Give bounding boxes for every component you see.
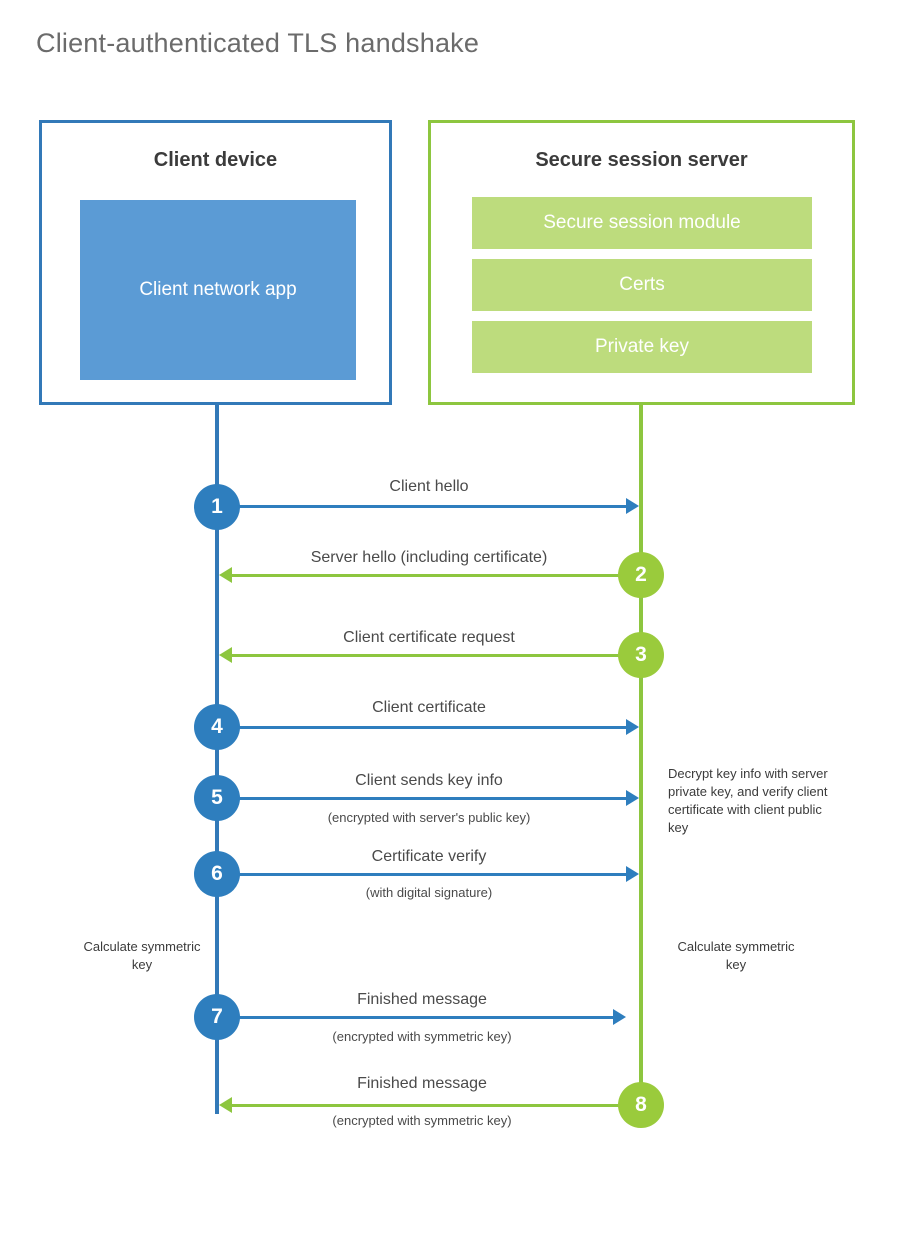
message-line-2 [232,574,641,577]
message-line-4 [217,726,626,729]
arrow-head-left-3 [219,647,232,663]
annotation-server-decrypt: Decrypt key info with server private key… [668,766,828,835]
message-label-4: Client certificate [372,699,486,716]
server-component-secure-session-module: Secure session module [472,197,812,249]
message-line-3 [232,654,641,657]
message-label-3: Client certificate request [343,629,515,646]
actor-box-client: Client device Client network app [39,120,392,405]
arrow-head-left-8 [219,1097,232,1113]
actor-title-client: Client device [153,149,278,171]
message-line-6 [217,873,626,876]
arrow-head-right-1 [626,498,639,514]
message-sublabel-6: (with digital signature) [365,885,493,900]
step-circle-3[interactable]: 3 [618,632,664,678]
server-component-list: Secure session module Certs Private key [472,197,812,383]
message-line-5 [217,797,626,800]
message-label-5: Client sends key info [355,772,503,789]
message-line-8 [232,1104,641,1107]
message-sublabel-7: (encrypted with symmetric key) [332,1029,512,1044]
message-label-2: Server hello (including certificate) [310,549,548,566]
client-network-app-block: Client network app [80,200,356,380]
message-label-7: Finished message [357,991,487,1008]
step-circle-2[interactable]: 2 [618,552,664,598]
step-circle-8[interactable]: 8 [618,1082,664,1128]
message-label-6: Certificate verify [371,848,487,865]
message-label-8: Finished message [357,1075,487,1092]
lifeline-client [215,405,219,1114]
step-circle-6[interactable]: 6 [194,851,240,897]
arrow-head-right-4 [626,719,639,735]
annotation-client-calculate-symmetric-key: Calculate symmetric key [83,939,201,972]
annotation-server-calculate-symmetric-key: Calculate symmetric key [677,939,795,972]
step-circle-5[interactable]: 5 [194,775,240,821]
message-line-7 [217,1016,613,1019]
server-component-certs: Certs [472,259,812,311]
actor-title-server: Secure session server [535,149,748,171]
arrow-head-right-6 [626,866,639,882]
message-line-1 [217,505,626,508]
step-circle-1[interactable]: 1 [194,484,240,530]
actor-box-server: Secure session server Secure session mod… [428,120,855,405]
page-title: Client-authenticated TLS handshake [36,28,480,58]
message-label-1: Client hello [389,478,469,495]
message-sublabel-8: (encrypted with symmetric key) [332,1113,512,1128]
arrow-head-right-7 [613,1009,626,1025]
message-sublabel-5: (encrypted with server's public key) [327,810,531,825]
step-circle-7[interactable]: 7 [194,994,240,1040]
arrow-head-left-2 [219,567,232,583]
step-circle-4[interactable]: 4 [194,704,240,750]
arrow-head-right-5 [626,790,639,806]
server-component-private-key: Private key [472,321,812,373]
lifeline-server [639,405,643,1105]
